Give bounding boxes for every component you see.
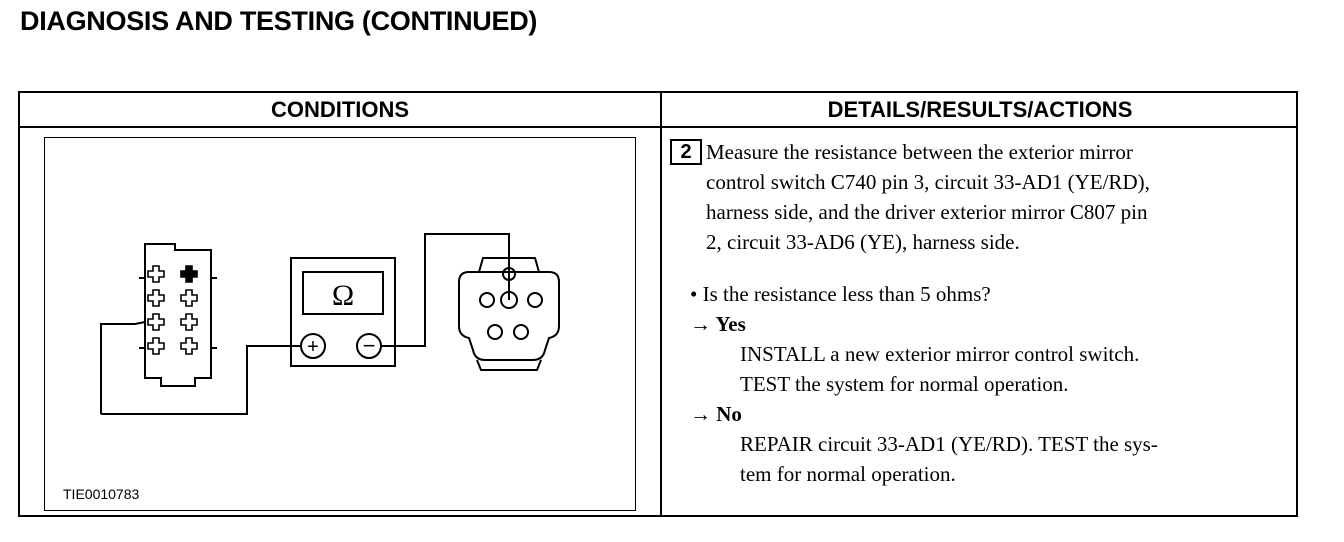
answer-no-label: → No — [690, 402, 742, 426]
diagnosis-table: CONDITIONS DETAILS/RESULTS/ACTIONS — [18, 91, 1298, 517]
mirror-connector-c807 — [458, 257, 560, 371]
meter-minus-terminal: − — [363, 333, 376, 358]
switch-connector-c740 — [139, 243, 217, 387]
details-header: DETAILS/RESULTS/ACTIONS — [827, 97, 1133, 122]
page-title: DIAGNOSIS AND TESTING (CONTINUED) — [20, 6, 538, 36]
conditions-header: CONDITIONS — [270, 97, 410, 122]
yes-action-line: INSTALL a new exterior mirror control sw… — [740, 342, 1140, 366]
connector-pins — [147, 265, 198, 355]
circuit-diagram: Ω + − — [100, 233, 560, 415]
test-lead-wires — [100, 233, 510, 415]
step-instruction-line: control switch C740 pin 3, circuit 33-AD… — [706, 170, 1150, 194]
no-action-line: REPAIR circuit 33-AD1 (YE/RD). TEST the … — [740, 432, 1158, 456]
answer-yes-label: → Yes — [690, 312, 746, 336]
step-instruction-line: harness side, and the driver exterior mi… — [706, 200, 1148, 224]
ohm-symbol: Ω — [332, 279, 354, 312]
conditions-figure: Ω + − TIE0010783 — [44, 137, 636, 511]
no-action-line: tem for normal operation. — [740, 462, 956, 486]
column-divider — [660, 93, 662, 515]
yes-action-line: TEST the system for normal operation. — [740, 372, 1069, 396]
step-instruction-line: Measure the resistance between the exter… — [706, 140, 1133, 164]
meter-plus-terminal: + — [307, 336, 319, 358]
figure-id: TIE0010783 — [63, 486, 140, 502]
step-question: • Is the resistance less than 5 ohms? — [690, 282, 991, 306]
step-number-badge: 2 — [670, 139, 702, 165]
header-divider — [20, 126, 1296, 128]
step-instruction-line: 2, circuit 33-AD6 (YE), harness side. — [706, 230, 1020, 254]
